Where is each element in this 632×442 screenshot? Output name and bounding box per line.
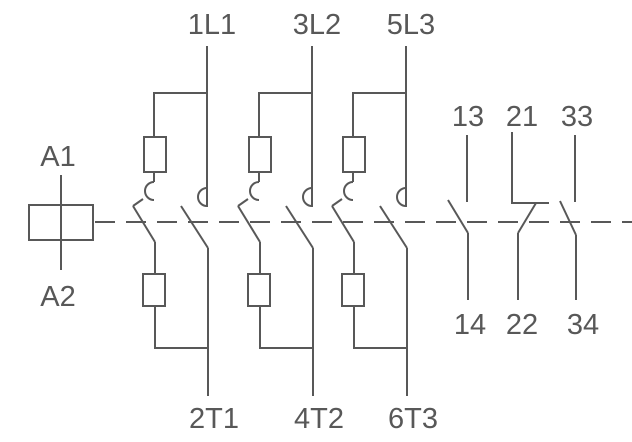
pole-line-label: 3L2 (293, 9, 341, 41)
aux-contact-21-22: 21 22 (506, 101, 549, 341)
contact-arc-left (343, 181, 354, 201)
switch-blade-left (132, 205, 156, 243)
aux-contact-13-14: 13 14 (447, 101, 486, 341)
switch-blade-main (285, 205, 314, 249)
pole-load-label: 2T1 (189, 403, 239, 435)
heater-element-upper (342, 136, 366, 173)
aux-contact-33-34: 33 34 (559, 101, 599, 341)
aux-label-34: 34 (567, 309, 599, 341)
main-pole-3: 5L3 6T3 (331, 9, 438, 435)
contact-arc-left (144, 181, 155, 201)
thermal-branch-upper (258, 92, 312, 137)
switch-blade-left (237, 205, 261, 243)
thermal-branch-lower (353, 306, 406, 349)
pole-line-label: 5L3 (387, 9, 435, 41)
heater-element-lower (142, 273, 166, 307)
coil: A1 A2 (28, 141, 94, 313)
heater-element-lower (247, 273, 271, 307)
thermal-branch-lower (259, 306, 312, 349)
thermal-branch-upper (153, 92, 207, 137)
thermal-branch-lower (154, 306, 207, 349)
pole-load-label: 6T3 (388, 403, 438, 435)
aux-label-22: 22 (506, 309, 538, 341)
switch-blade-main (180, 205, 209, 249)
coil-label-a1: A1 (40, 141, 75, 173)
main-pole-2: 3L2 4T2 (237, 9, 344, 435)
main-pole-1: 1L1 2T1 (132, 9, 239, 435)
heater-element-lower (341, 273, 365, 307)
switch-blade-main (379, 205, 408, 249)
contact-arc-right (197, 187, 208, 207)
contact-arc-right (396, 187, 407, 207)
contact-arc-left (249, 181, 260, 201)
aux-label-21: 21 (506, 101, 538, 133)
thermal-branch-upper (352, 92, 406, 137)
pole-load-label: 4T2 (294, 403, 344, 435)
coil-label-a2: A2 (40, 281, 75, 313)
switch-blade-left (331, 205, 355, 243)
pole-line-label: 1L1 (188, 9, 236, 41)
heater-element-upper (248, 136, 272, 173)
aux-label-13: 13 (452, 101, 484, 133)
contact-arc-right (302, 187, 313, 207)
heater-element-upper (143, 136, 167, 173)
aux-label-33: 33 (561, 101, 593, 133)
aux-label-14: 14 (454, 309, 486, 341)
